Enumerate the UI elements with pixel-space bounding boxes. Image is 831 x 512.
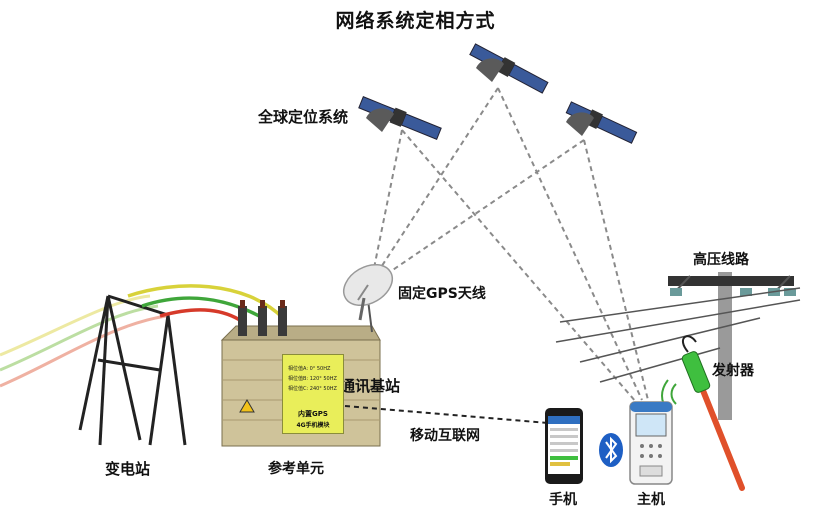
label-base-station: 通讯基站 — [340, 377, 401, 395]
builtin-gps-text: 内置GPS — [298, 410, 328, 418]
three-phase-wires — [127, 284, 285, 324]
label-substation: 变电站 — [105, 460, 151, 478]
label-host: 主机 — [637, 492, 665, 508]
label-reference-unit: 参考单元 — [268, 461, 324, 477]
label-hv-line: 高压线路 — [693, 252, 749, 268]
substation — [0, 294, 187, 446]
label-mobile-internet: 移动互联网 — [410, 428, 480, 444]
smartphone-icon — [545, 408, 583, 484]
diagram-title: 网络系统定相方式 — [335, 10, 496, 32]
phase-c-row: 相位值C: 240° 50HZ — [288, 386, 337, 392]
label-transmitter: 发射器 — [712, 363, 754, 379]
label-phone: 手机 — [549, 492, 577, 508]
phase-a-row: 相位值A: 0° 50HZ — [288, 366, 331, 372]
hv-line — [555, 272, 801, 420]
module-text: 4G手机模块 — [296, 422, 330, 429]
label-gps-antenna: 固定GPS天线 — [398, 286, 486, 302]
label-satellite-system: 全球定位系统 — [258, 108, 349, 126]
satellite-links — [371, 87, 649, 403]
reference-unit-screen: 相位值A: 0° 50HZ 相位值B: 120° 50HZ 相位值C: 240°… — [282, 354, 344, 434]
host-unit — [629, 401, 673, 485]
bluetooth-icon — [599, 433, 623, 467]
satellite-dish-icon — [343, 263, 393, 321]
phase-b-row: 相位值B: 120° 50HZ — [288, 376, 337, 382]
warning-icon — [239, 399, 255, 413]
